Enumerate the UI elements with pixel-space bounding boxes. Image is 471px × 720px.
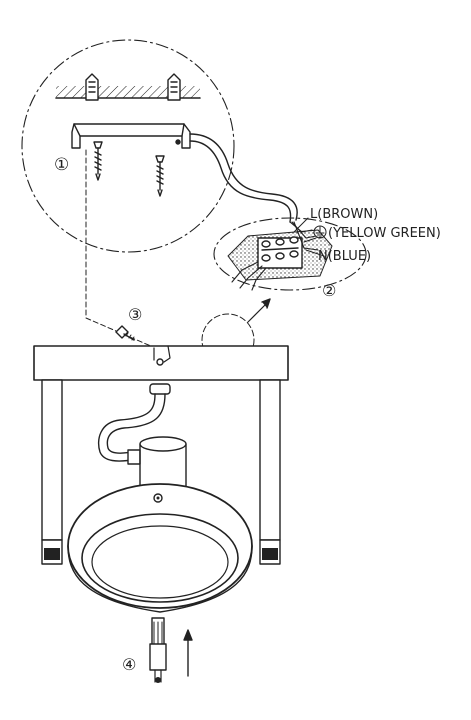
step-number-4: ④ [122,655,136,674]
lamp-socket-housing [139,436,187,487]
g9-bulb [149,617,167,683]
earth-symbol-icon [313,225,327,239]
fixture-flex-cable [97,383,171,465]
terminal-block [257,236,303,269]
step-number-2: ② [322,281,336,300]
detail-circle-terminal: L(BROWN) (YELLOW GREEN) N(BLUE) ② [213,207,441,300]
alignment-line [85,149,161,351]
terminal-wires [231,221,319,291]
label-blue: N(BLUE) [318,249,371,264]
mounting-bracket [71,123,191,149]
leader-brown [293,217,309,233]
mains-cable [189,133,298,223]
step-number-1: ① [54,155,69,175]
wall-plug-right [167,73,181,101]
connection-arrow [247,298,271,323]
leader-yellow-green [303,237,317,243]
step-number-3: ③ [128,305,142,324]
leader-blue [305,249,325,257]
base-screw [115,325,135,341]
wall-plug-left [85,73,99,101]
label-brown: L(BROWN) [310,207,378,222]
label-yellow-green: (YELLOW GREEN) [328,226,441,241]
screw-right [155,155,165,197]
lamp-reflector [67,483,253,613]
screw-left [93,141,103,181]
fixture-base-plate [33,345,289,381]
fixture-yoke [41,379,281,565]
detail-circle-mounting: ① [21,39,235,253]
insert-arrow-icon [183,629,193,677]
